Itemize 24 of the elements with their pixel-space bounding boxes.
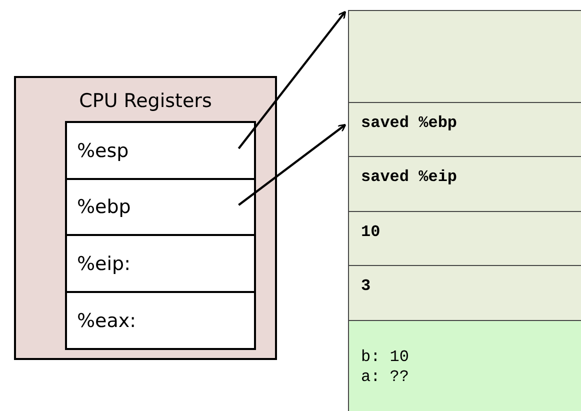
register-cell [65, 178, 256, 236]
register-cell [65, 121, 256, 180]
stack-value: saved %eip [361, 167, 458, 187]
pointer-arrow [238, 10, 346, 150]
register-cell [65, 291, 256, 350]
panel-heading: CPU Registers [78, 90, 213, 112]
stack-cell [348, 265, 581, 321]
stack-cell [348, 10, 581, 103]
stack-cell [348, 211, 581, 266]
register-name: %eip: [77, 252, 130, 274]
stack-cell [348, 156, 581, 212]
stack-value: 3 [361, 276, 371, 296]
stack-cell [348, 102, 581, 157]
register-name: %ebp [77, 196, 131, 218]
stack-value: b: 10 [361, 347, 410, 367]
register-cell [65, 234, 256, 293]
stack-value: a: ?? [361, 367, 410, 387]
register-name: %esp [77, 140, 129, 162]
stack-value: saved %ebp [361, 113, 458, 133]
stack-value: 10 [361, 222, 380, 242]
register-name: %eax: [77, 310, 136, 332]
pointer-arrow [238, 124, 346, 206]
register-panel [14, 76, 277, 360]
stack-frame-cell [348, 320, 581, 411]
